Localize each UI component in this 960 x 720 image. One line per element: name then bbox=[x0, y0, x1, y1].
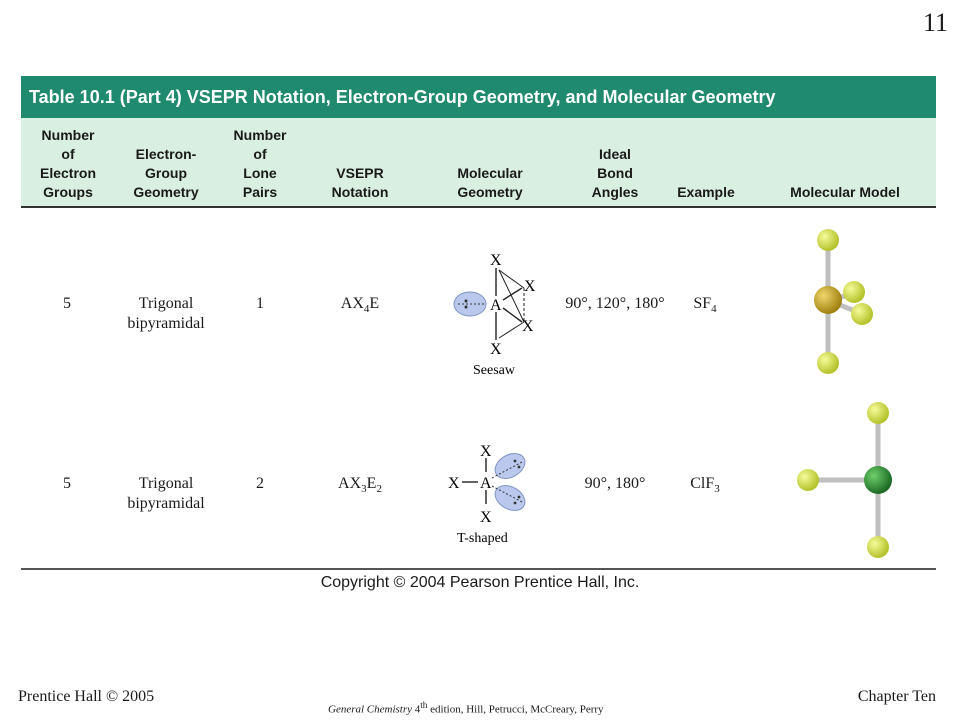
atom-x-top: X bbox=[490, 252, 502, 269]
fluorine-atom bbox=[817, 352, 839, 374]
atom-a-center: A bbox=[490, 297, 502, 314]
fluorine-atom bbox=[817, 229, 839, 251]
sf4-molecular-model bbox=[814, 229, 873, 374]
chlorine-atom bbox=[864, 466, 892, 494]
row2-vsepr-notation: AX3E2 bbox=[338, 475, 382, 496]
footer-book-citation: General Chemistry 4th edition, Hill, Pet… bbox=[328, 700, 604, 716]
atom-x-bottom: X bbox=[490, 341, 502, 358]
row1-bond-angles: 90°, 120°, 180° bbox=[565, 295, 665, 312]
clf3-molecular-model bbox=[797, 402, 892, 558]
row1-lone-pairs: 1 bbox=[256, 295, 264, 312]
row2-lone-pairs: 2 bbox=[256, 475, 264, 492]
seesaw-label: Seesaw bbox=[473, 363, 516, 378]
fluorine-atom bbox=[851, 303, 873, 325]
row1-example: SF4 bbox=[693, 295, 717, 316]
fluorine-atom bbox=[797, 469, 819, 491]
footer-publisher: Prentice Hall © 2005 bbox=[18, 688, 155, 705]
lone-pair-lobe bbox=[494, 485, 526, 511]
row2-bond-angles: 90°, 180° bbox=[584, 475, 646, 492]
sulfur-atom bbox=[814, 286, 842, 314]
row1-electron-groups: 5 bbox=[63, 295, 71, 312]
row2-electron-groups: 5 bbox=[63, 475, 71, 492]
row1-vsepr-notation: AX4E bbox=[340, 295, 380, 316]
col-header-molecular-model: Molecular Model bbox=[790, 184, 900, 200]
atom-a-center: A bbox=[480, 475, 492, 492]
col-header-example: Example bbox=[677, 184, 735, 200]
fluorine-atom bbox=[843, 281, 865, 303]
t-shaped-diagram: X X A X T-shaped bbox=[448, 443, 526, 546]
column-header-band bbox=[21, 118, 936, 208]
table-bottom-rule bbox=[21, 568, 936, 570]
seesaw-diagram: X X A X X Seesaw bbox=[453, 252, 536, 378]
slide-number: 11 bbox=[922, 8, 948, 37]
copyright-notice: Copyright © 2004 Pearson Prentice Hall, … bbox=[320, 574, 640, 591]
t-shaped-label: T-shaped bbox=[457, 531, 508, 546]
footer-chapter: Chapter Ten bbox=[857, 688, 936, 705]
atom-x-top: X bbox=[480, 443, 492, 460]
row2-example: ClF3 bbox=[690, 475, 720, 496]
fluorine-atom bbox=[867, 402, 889, 424]
atom-x-right-lower: X bbox=[522, 318, 534, 335]
atom-x-left: X bbox=[448, 475, 460, 492]
fluorine-atom bbox=[867, 536, 889, 558]
atom-x-right-upper: X bbox=[524, 278, 536, 295]
lone-pair-lobe bbox=[494, 453, 526, 479]
atom-x-bottom: X bbox=[480, 509, 492, 526]
table-title: Table 10.1 (Part 4) VSEPR Notation, Elec… bbox=[21, 76, 936, 118]
